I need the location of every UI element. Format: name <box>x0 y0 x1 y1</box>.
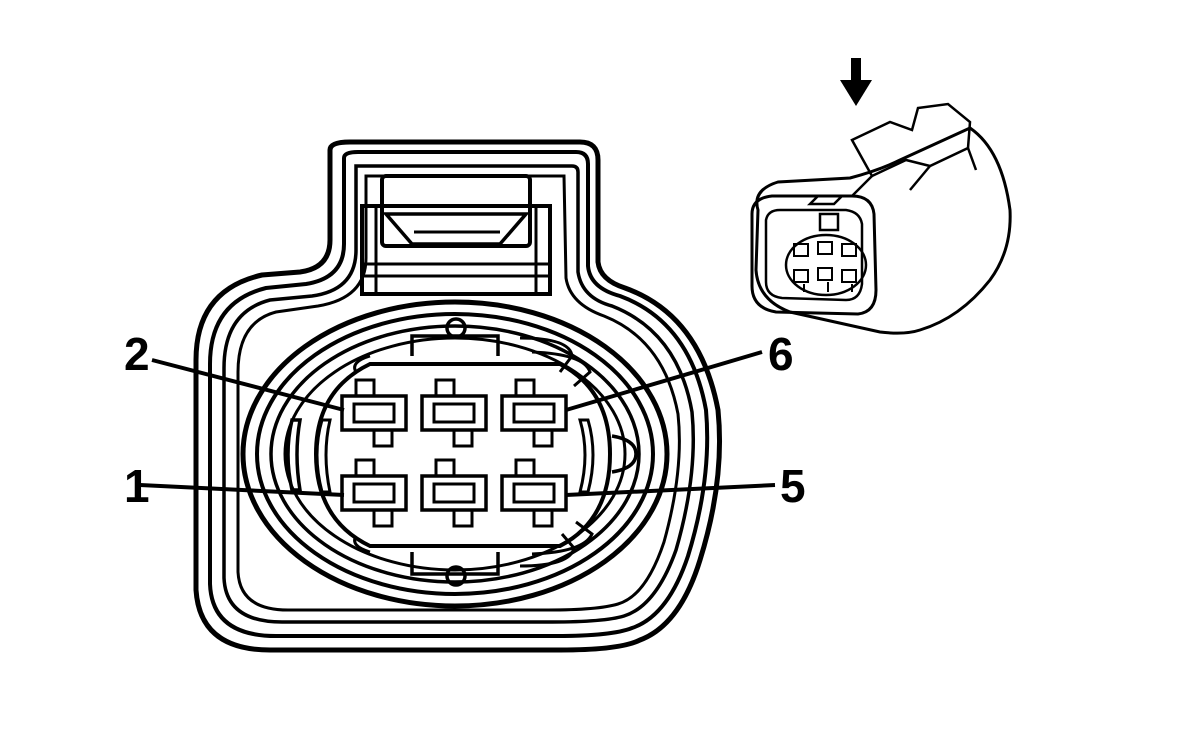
terminal-pin-1 <box>340 458 408 528</box>
latch-channel <box>360 204 552 296</box>
top-latch <box>850 102 972 178</box>
side-rib-left <box>286 418 303 492</box>
terminal-pin-3 <box>420 378 488 448</box>
connector-face: 2 1 6 5 <box>124 139 806 653</box>
seal-ring-2 <box>255 312 655 596</box>
terminal-pin-4 <box>420 458 488 528</box>
housing-outline-2 <box>208 150 710 638</box>
latch-outer <box>380 174 532 248</box>
latch-wedge <box>382 212 530 246</box>
front-face-inner <box>764 208 864 302</box>
housing-outline-3 <box>222 164 695 624</box>
leader-line-pin-1 <box>139 483 345 497</box>
pin-label-6: 6 <box>768 328 794 380</box>
top-tab <box>353 317 592 388</box>
seal-ring-outer <box>240 299 670 609</box>
leader-line-pin-2 <box>151 358 345 412</box>
pin-cavity-area <box>313 362 613 548</box>
housing-outline-outer <box>193 139 723 653</box>
pin-label-2: 2 <box>124 328 150 380</box>
side-rib-right-inner <box>577 418 595 494</box>
side-key-right <box>611 434 638 474</box>
terminal-pin-6 <box>500 378 568 448</box>
leader-line-pin-6 <box>565 350 763 412</box>
terminal-pin-2 <box>340 378 408 448</box>
leader-line-pin-5 <box>565 483 776 497</box>
arrow-down-icon <box>840 58 872 106</box>
body-outline <box>754 126 1012 335</box>
small-pin-cavity <box>784 233 868 297</box>
front-face-outer <box>750 194 878 316</box>
seal-ring-3 <box>269 324 641 584</box>
pin-label-5: 5 <box>780 460 806 512</box>
housing-outline-4 <box>236 174 681 612</box>
latch <box>360 174 552 296</box>
connector-perspective-view <box>750 58 1012 335</box>
small-terminals <box>793 241 857 292</box>
terminal-pin-5 <box>500 458 568 528</box>
pin-label-1: 1 <box>124 460 150 512</box>
